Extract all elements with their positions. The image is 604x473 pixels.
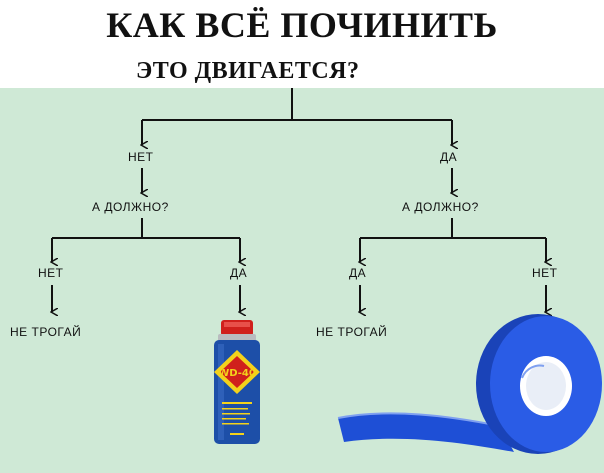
blue-tape-icon [337,314,602,454]
right-sub-question: А ДОЛЖНО? [402,200,479,214]
left-branch-label: НЕТ [128,150,154,164]
right-no-label: НЕТ [532,266,558,280]
right-result-dont-touch: НЕ ТРОГАЙ [316,325,388,339]
left-no-label: НЕТ [38,266,64,280]
right-yes-label: ДА [349,266,367,280]
header-band [0,0,604,88]
left-result-dont-touch: НЕ ТРОГАЙ [10,325,82,339]
left-sub-question: А ДОЛЖНО? [92,200,169,214]
right-branch-label: ДА [440,150,458,164]
page-title: КАК ВСЁ ПОЧИНИТЬ [106,5,498,45]
wd40-can-icon: WD-40 [214,320,260,444]
left-yes-label: ДА [230,266,248,280]
wd40-brand-text: WD-40 [218,368,256,379]
root-question: ЭТО ДВИГАЕТСЯ? [136,58,360,84]
